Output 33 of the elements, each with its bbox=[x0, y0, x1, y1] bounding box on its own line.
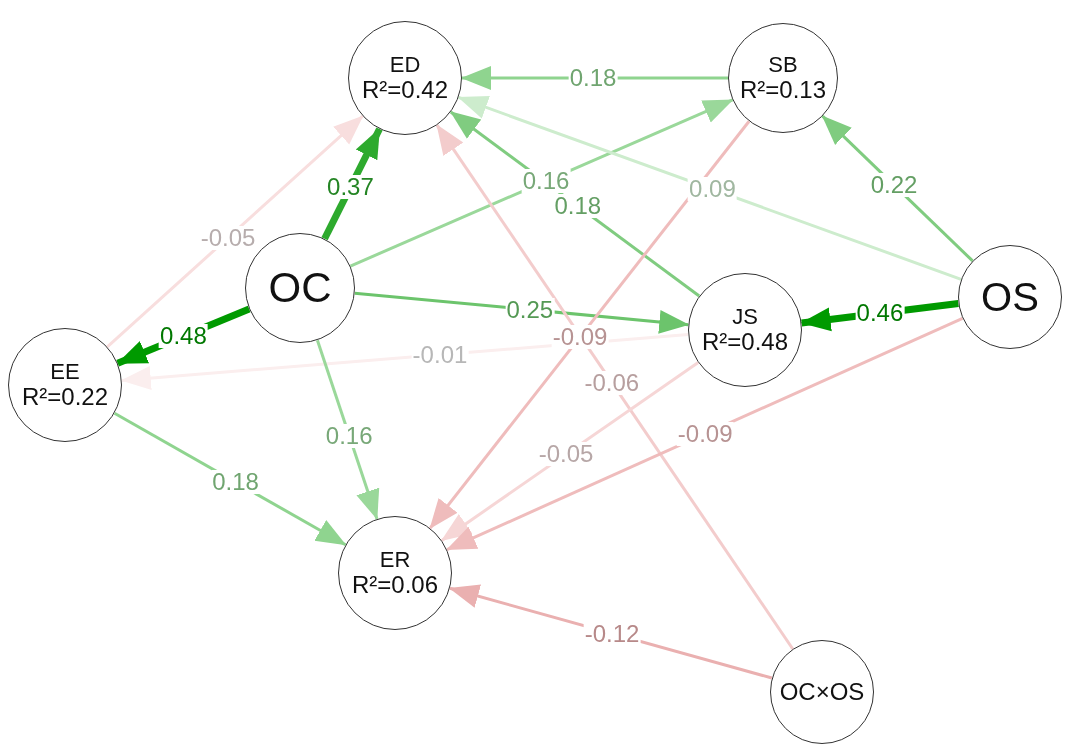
path-coefficient: 0.48 bbox=[159, 324, 208, 349]
path-arrow bbox=[457, 96, 962, 281]
path-coefficient: 0.18 bbox=[553, 194, 603, 219]
variable-name: ED bbox=[389, 52, 421, 77]
path-coefficient: -0.05 bbox=[537, 442, 595, 467]
path-coefficient: -0.09 bbox=[551, 324, 609, 349]
path-coefficient: -0.06 bbox=[583, 370, 641, 395]
path-coefficient: 0.22 bbox=[869, 173, 919, 198]
variable-name: JS bbox=[732, 304, 758, 329]
path-coefficient: -0.09 bbox=[676, 421, 734, 446]
path-arrow bbox=[106, 115, 364, 348]
r-squared-value: R²=0.42 bbox=[361, 76, 449, 104]
path-coefficient: -0.12 bbox=[583, 621, 641, 646]
variable-name: OS bbox=[981, 275, 1039, 319]
path-coefficient: 0.37 bbox=[326, 175, 375, 200]
path-coefficient: 0.16 bbox=[324, 423, 374, 448]
variable-name: EE bbox=[50, 359, 80, 384]
path-arrow bbox=[315, 339, 380, 520]
path-arrow bbox=[446, 316, 964, 552]
variable-name: OC bbox=[268, 264, 332, 312]
variable-name: OC×OS bbox=[779, 678, 865, 706]
path-arrow bbox=[429, 120, 751, 530]
r-squared-value: R²=0.22 bbox=[21, 383, 109, 411]
variable-name: ER bbox=[379, 547, 411, 572]
path-coefficient: 0.16 bbox=[521, 169, 571, 193]
path-arrow bbox=[435, 124, 795, 650]
r-squared-value: R²=0.06 bbox=[351, 571, 439, 599]
path-arrow bbox=[440, 361, 700, 542]
r-squared-value: R²=0.48 bbox=[701, 328, 789, 356]
path-coefficient: 0.09 bbox=[688, 177, 737, 202]
variable-name: SB bbox=[768, 52, 798, 77]
r-squared-value: R²=0.13 bbox=[739, 76, 827, 104]
path-coefficient: 0.18 bbox=[211, 470, 260, 495]
